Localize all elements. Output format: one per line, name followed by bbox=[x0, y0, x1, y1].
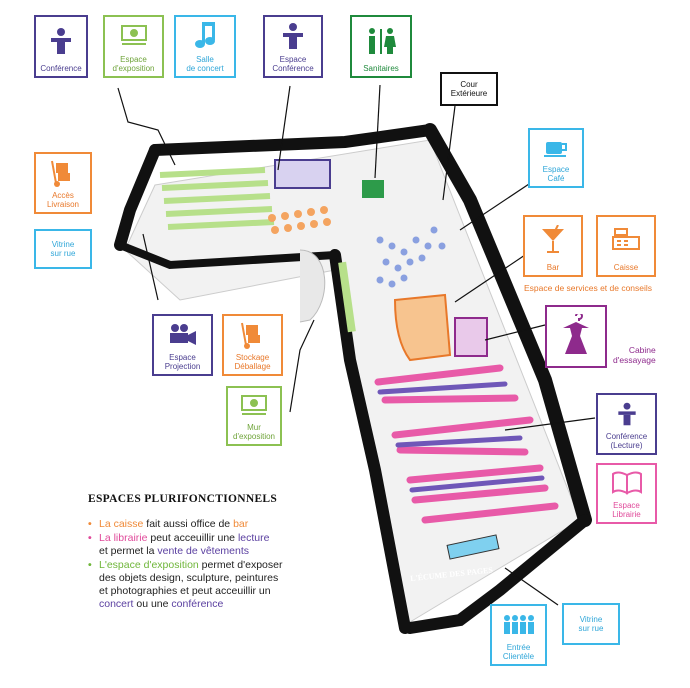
cafe-box: Espace Café bbox=[528, 128, 584, 188]
entrance-glass bbox=[446, 534, 500, 560]
legend-text: peut acceuillir une bbox=[147, 532, 238, 544]
legend-text: conférence bbox=[171, 598, 224, 610]
hand-truck-icon bbox=[240, 322, 260, 349]
vitrine-left-label: Vitrine sur rue bbox=[50, 240, 76, 258]
conference-lecture-box: Conférence (Lecture) bbox=[596, 393, 657, 455]
coffee-cup-icon bbox=[544, 141, 567, 157]
livraison-label: Accès Livraison bbox=[46, 191, 79, 209]
caisse-box: Caisse bbox=[596, 215, 656, 277]
legend-text: permet d'exposer des objets design, scul… bbox=[99, 559, 283, 597]
stockage-label: Stockage Déballage bbox=[234, 353, 271, 371]
librairie-box: Espace Librairie bbox=[596, 463, 657, 524]
bar-counter bbox=[393, 293, 452, 362]
open-book-icon bbox=[611, 471, 642, 495]
cash-register-icon bbox=[612, 228, 640, 250]
bookshop-floor-pattern bbox=[374, 364, 559, 524]
gallery-icon bbox=[241, 394, 267, 415]
dress-hanger-icon bbox=[563, 314, 589, 354]
legend-text: concert bbox=[99, 598, 134, 610]
legend-bullet: • bbox=[88, 518, 92, 530]
legend-bullet: • bbox=[88, 559, 92, 571]
sanitaires-box: Sanitaires bbox=[350, 15, 412, 78]
legend-text: bar bbox=[233, 518, 249, 530]
mur-exposition-label: Mur d'exposition bbox=[233, 423, 275, 441]
cabine-label: Cabine d'essayage bbox=[613, 345, 656, 365]
outer-walls bbox=[114, 123, 592, 634]
legend-text: La caisse bbox=[99, 518, 144, 530]
cour-label: Cour Extérieure bbox=[450, 80, 488, 98]
storage-dots bbox=[268, 206, 331, 234]
legend-item: • L'espace d'exposition permet d'exposer … bbox=[88, 559, 338, 611]
legend-text: L'espace d'exposition bbox=[99, 559, 199, 571]
legend-bullet: • bbox=[88, 532, 92, 544]
cabine-box bbox=[545, 305, 607, 368]
lectern-icon bbox=[283, 23, 303, 49]
conference-stage bbox=[274, 159, 331, 189]
hand-truck-icon bbox=[51, 160, 70, 187]
legend-list: • La caisse fait aussi office de bar • La l… bbox=[88, 518, 338, 612]
projection-label: Espace Projection bbox=[164, 353, 201, 371]
entree-box: Entrée Clientèle bbox=[490, 604, 547, 666]
conference-box: Conférence bbox=[34, 15, 88, 78]
vitrine-right-box: Vitrine sur rue bbox=[562, 603, 620, 645]
entree-label: Entrée Clientèle bbox=[502, 643, 535, 661]
cafe-label: Espace Café bbox=[542, 165, 570, 183]
mur-exposition-box: Mur d'exposition bbox=[226, 386, 282, 446]
sanitaires-label: Sanitaires bbox=[363, 64, 399, 73]
librairie-label: Espace Librairie bbox=[612, 501, 641, 519]
legend-item: • La caisse fait aussi office de bar bbox=[88, 518, 338, 531]
cafe-dots bbox=[376, 226, 446, 288]
movie-camera-icon bbox=[169, 323, 196, 345]
exposition-box: Espace d'exposition bbox=[103, 15, 164, 78]
display-wall bbox=[338, 261, 356, 333]
lectern-icon bbox=[51, 27, 71, 54]
espace-conference-box: Espace Conférence bbox=[263, 15, 323, 78]
livraison-box: Accès Livraison bbox=[34, 152, 92, 214]
projection-box: Espace Projection bbox=[152, 314, 213, 376]
vitrine-left-box: Vitrine sur rue bbox=[34, 229, 92, 269]
exposition-label: Espace d'exposition bbox=[112, 55, 155, 73]
cocktail-glass-icon bbox=[542, 225, 564, 253]
bookshop-purple-stripes bbox=[377, 381, 545, 493]
legend-text: vente de vêtements bbox=[157, 545, 250, 557]
legend-text: La librairie bbox=[99, 532, 148, 544]
vitrine-right-label: Vitrine sur rue bbox=[578, 615, 604, 633]
storage-curve-wall bbox=[299, 249, 326, 323]
fitting-room bbox=[454, 317, 488, 357]
legend-item: • La librairie peut acceuillir une lectur… bbox=[88, 532, 338, 558]
legend-text: ou une bbox=[133, 598, 172, 610]
legend-text: fait aussi office de bbox=[143, 518, 234, 530]
people-group-icon bbox=[503, 614, 534, 634]
conference-lecture-label: Conférence (Lecture) bbox=[605, 432, 648, 450]
music-note-icon bbox=[195, 22, 215, 48]
lectern-icon bbox=[617, 402, 636, 425]
espace-conference-label: Espace Conférence bbox=[272, 55, 314, 73]
conference-label: Conférence bbox=[40, 64, 82, 73]
bar-label: Bar bbox=[546, 263, 560, 272]
restroom-icon bbox=[369, 27, 396, 54]
restroom-area bbox=[362, 180, 384, 198]
legend-title: ESPACES PLURIFONCTIONNELS bbox=[88, 493, 278, 505]
leader-lines bbox=[117, 84, 596, 606]
legend-text: et permet la bbox=[99, 545, 155, 557]
services-label: Espace de services et de conseils bbox=[524, 283, 653, 293]
concert-box: Salle de concert bbox=[174, 15, 236, 78]
gallery-icon bbox=[120, 25, 147, 45]
concert-label: Salle de concert bbox=[186, 55, 224, 73]
stockage-box: Stockage Déballage bbox=[222, 314, 283, 376]
cour-box: Cour Extérieure bbox=[440, 72, 498, 106]
legend-text: lecture bbox=[237, 532, 270, 544]
exhibition-floor-pattern bbox=[159, 167, 275, 230]
caisse-label: Caisse bbox=[613, 263, 639, 272]
bar-box: Bar bbox=[523, 215, 583, 277]
